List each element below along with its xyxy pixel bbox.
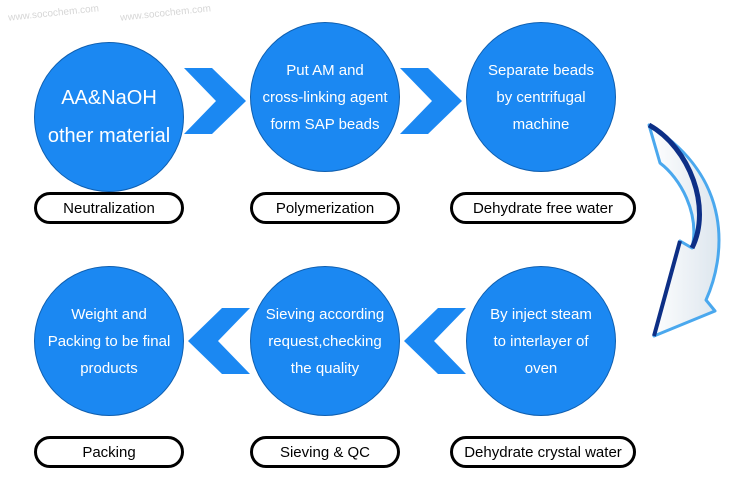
step-label: Polymerization <box>250 192 400 224</box>
step-text: AA&NaOH <box>61 87 157 109</box>
step-text: oven <box>524 359 558 377</box>
step-text: the quality <box>290 359 360 377</box>
step-text: By inject steam <box>490 305 592 323</box>
chevron-right-icon <box>400 68 462 134</box>
step-text: products <box>80 359 138 377</box>
step-text: Packing to be final <box>47 332 171 350</box>
step-label: Packing <box>34 436 184 468</box>
step-circle-polymerization: Put AM and cross-linking agent form SAP be… <box>250 22 400 172</box>
step-circle-dehydrate-free-water: Separate beads by centrifugal machine <box>466 22 616 172</box>
step-circle-sieving-qc: Sieving according request,checking the qua… <box>250 266 400 416</box>
step-text: form SAP beads <box>270 115 380 133</box>
step-circle-neutralization: AA&NaOH other material <box>34 42 184 192</box>
chevron-left-icon <box>188 308 250 374</box>
step-label: Neutralization <box>34 192 184 224</box>
step-text: Weight and <box>71 305 147 323</box>
step-text: request,checking <box>268 332 382 350</box>
step-label: Dehydrate free water <box>450 192 636 224</box>
curved-arrow-down-icon <box>647 122 721 338</box>
step-text: machine <box>512 115 570 133</box>
watermark-text: www.socochem.com <box>7 3 100 24</box>
step-text: Separate beads <box>488 61 594 79</box>
step-text: by centrifugal <box>496 88 586 106</box>
chevron-right-icon <box>184 68 246 134</box>
step-circle-dehydrate-crystal-water: By inject steam to interlayer of oven <box>466 266 616 416</box>
chevron-left-icon <box>404 308 466 374</box>
step-text: Put AM and <box>286 61 364 79</box>
step-text: other material <box>47 125 171 147</box>
step-text: Sieving according <box>265 305 385 323</box>
step-label: Dehydrate crystal water <box>450 436 636 468</box>
step-label: Sieving & QC <box>250 436 400 468</box>
step-text: cross-linking agent <box>262 88 388 106</box>
watermark-text: www.socochem.com <box>119 3 212 24</box>
step-text: to interlayer of <box>493 332 589 350</box>
